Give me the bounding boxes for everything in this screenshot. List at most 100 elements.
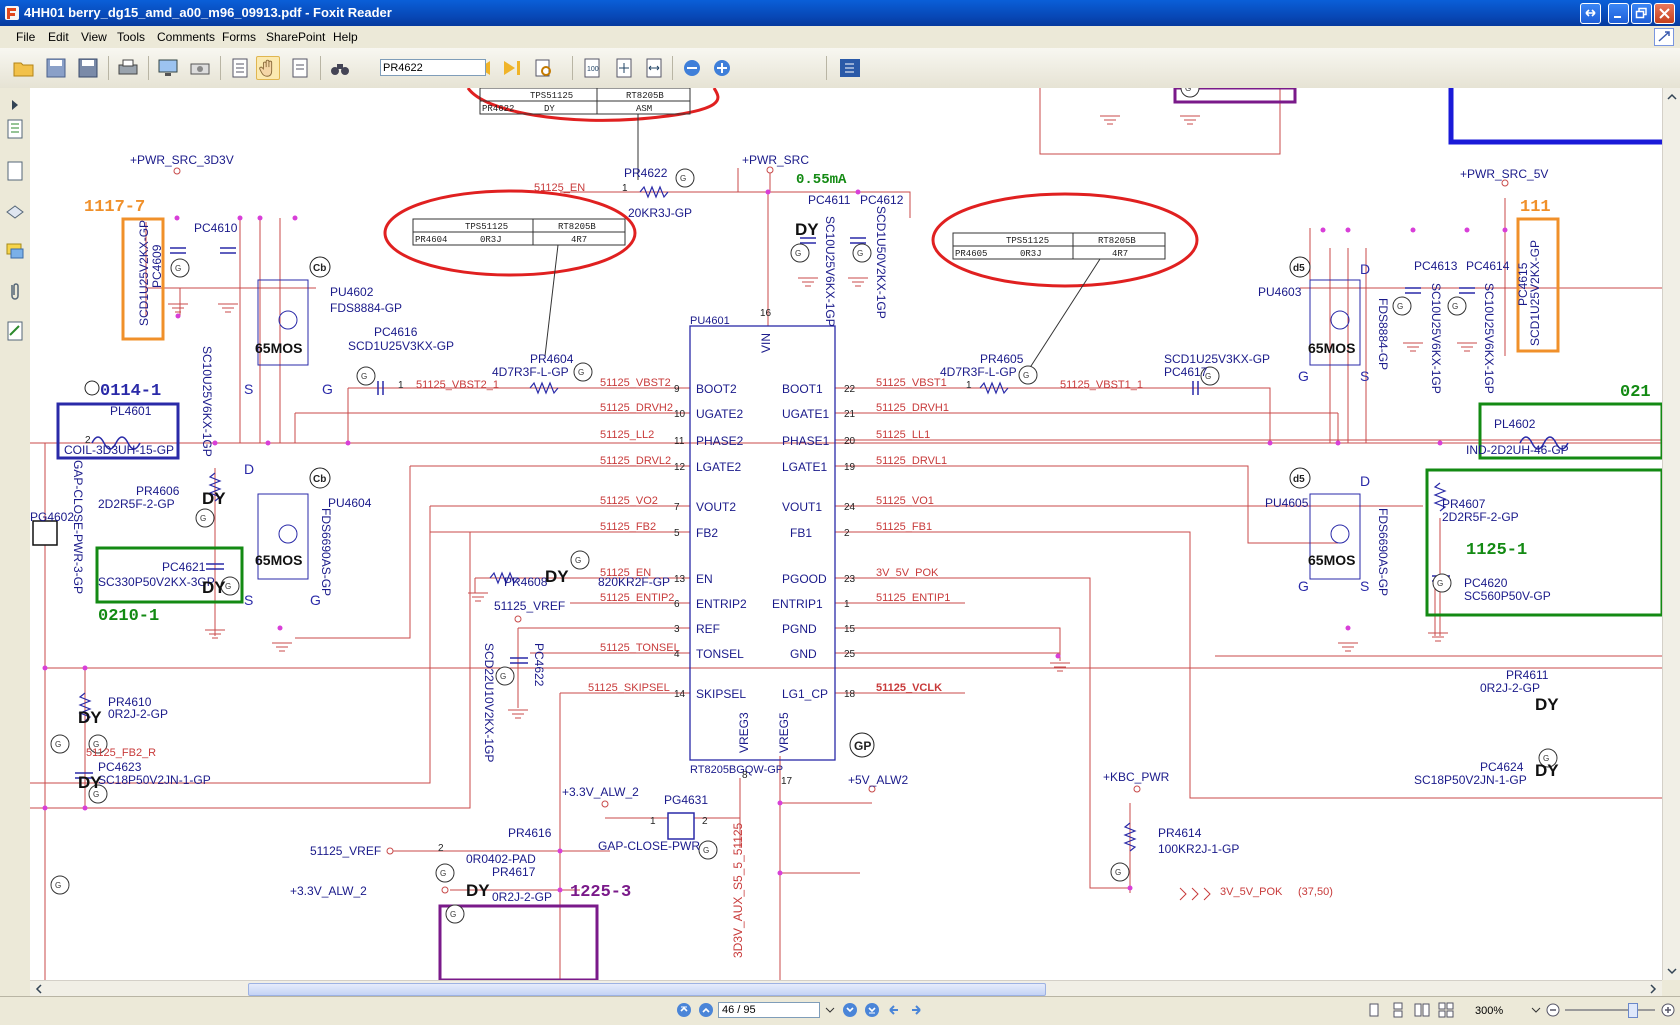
foxit-app-icon[interactable] [4, 5, 20, 21]
zoom-out-small-icon[interactable] [1545, 1002, 1561, 1018]
signature-icon[interactable] [5, 320, 25, 342]
scroll-down-icon[interactable] [1663, 964, 1680, 978]
chip-net-right-0: 51125_VBST1 [876, 377, 947, 389]
next-page-icon[interactable] [842, 1002, 858, 1018]
chip-net-right-7: 51125_ENTIP1 [876, 592, 950, 604]
menu-view[interactable]: View [81, 30, 107, 44]
find-input[interactable] [380, 59, 486, 76]
close-button[interactable] [1654, 3, 1675, 24]
chip-net-right-2: 51125_LL1 [876, 429, 930, 441]
label-pr4622: PR4622 [624, 166, 668, 180]
maximize-button[interactable] [1631, 3, 1652, 24]
comments-icon[interactable] [5, 240, 25, 262]
menu-help[interactable]: Help [333, 30, 358, 44]
mos-label-2: 65MOS [255, 552, 302, 568]
label-pu4604-val: FDS6690AS-GP [319, 508, 333, 596]
cb-stamp-1: Cb [313, 263, 326, 274]
menu-file[interactable]: File [16, 30, 36, 44]
scroll-right-icon[interactable] [1646, 982, 1660, 996]
restore-icon [1635, 7, 1647, 19]
page-number-input[interactable] [718, 1002, 820, 1018]
scan-icon[interactable] [188, 56, 212, 80]
facing-page-icon[interactable] [1414, 1002, 1430, 1018]
chip-pin-name-left-9: TONSEL [696, 647, 744, 661]
vin-pin: VIN [759, 333, 773, 353]
zoom-slider-track[interactable] [1565, 1009, 1655, 1011]
scroll-left-icon[interactable] [32, 982, 46, 996]
label-pr4614-val: 100KR2J-1-GP [1158, 842, 1239, 856]
label-pc4611-val: SC10U25V6KX-1GP [823, 216, 837, 327]
document-view[interactable]: G [30, 88, 1662, 980]
label-pr4616: PR4616 [508, 826, 552, 840]
fit-width-icon[interactable] [642, 56, 666, 80]
zoom-slider-thumb[interactable] [1628, 1003, 1638, 1018]
zoom-level[interactable]: 300% [1475, 1005, 1504, 1017]
first-page-icon[interactable] [676, 1002, 692, 1018]
monitor-icon[interactable] [156, 56, 180, 80]
label-pr4606: PR4606 [136, 484, 180, 498]
restore-doc-button[interactable] [1580, 3, 1601, 24]
go-back-icon[interactable] [886, 1002, 902, 1018]
binoculars-icon[interactable] [328, 56, 352, 80]
dy-9: DY [1535, 761, 1559, 780]
find-next-icon[interactable] [500, 56, 524, 80]
attachment-icon[interactable] [5, 280, 25, 302]
schematic-page: G [30, 88, 1662, 980]
find-options-icon[interactable] [532, 56, 556, 80]
single-page-icon[interactable] [1366, 1002, 1382, 1018]
zoom-in-small-icon[interactable] [1660, 1002, 1676, 1018]
save-as-icon[interactable] [76, 56, 100, 80]
menu-edit[interactable]: Edit [48, 30, 69, 44]
layers-icon[interactable] [5, 200, 25, 222]
open-folder-icon[interactable] [12, 56, 36, 80]
hand-tool-icon[interactable] [256, 56, 280, 80]
bookmarks-icon[interactable] [5, 118, 25, 140]
label-pwr-src: +PWR_SRC [742, 153, 809, 167]
menu-sharepoint[interactable]: SharePoint [266, 30, 326, 44]
net-vbst2-1: 51125_VBST2_1 [416, 379, 499, 391]
menu-comments[interactable]: Comments [157, 30, 216, 44]
horizontal-scrollbar[interactable] [30, 980, 1662, 997]
print-icon[interactable] [116, 56, 140, 80]
horizontal-scroll-thumb[interactable] [248, 983, 1046, 996]
previous-page-icon[interactable] [698, 1002, 714, 1018]
red-annotation-circles [383, 88, 1199, 288]
select-text-icon[interactable] [228, 56, 252, 80]
toolbar: 100 [0, 48, 1680, 89]
chip-pin-name-right-0: BOOT1 [782, 382, 823, 396]
chip-net-right-4: 51125_VO1 [876, 495, 934, 507]
snapshot-icon[interactable] [288, 56, 312, 80]
vertical-scrollbar[interactable] [1662, 88, 1680, 980]
label-pg4602: PG4602 [30, 510, 74, 524]
go-forward-icon[interactable] [908, 1002, 924, 1018]
scroll-up-icon[interactable] [1663, 90, 1680, 104]
chip-pin-name-right-3: LGATE1 [782, 460, 827, 474]
label-pc4613: PC4613 [1414, 259, 1458, 273]
label-vref: 51125_VREF [494, 599, 565, 613]
mdi-restore-button[interactable] [1654, 28, 1674, 46]
fit-page-icon[interactable] [612, 56, 636, 80]
minimize-button[interactable] [1608, 3, 1629, 24]
actual-size-icon[interactable]: 100 [580, 56, 604, 80]
label-pc4622-val: SCD22U10V2KX-1GP [482, 643, 496, 762]
s-3: S [1360, 368, 1369, 384]
menu-tools[interactable]: Tools [117, 30, 146, 44]
zoom-dropdown-icon[interactable] [1528, 1002, 1544, 1018]
continuous-page-icon[interactable] [1390, 1002, 1406, 1018]
page-dropdown-icon[interactable] [822, 1002, 838, 1018]
g-2: G [310, 592, 321, 608]
s-4: S [1360, 578, 1369, 594]
continuous-facing-icon[interactable] [1438, 1002, 1454, 1018]
expand-arrow-icon[interactable] [5, 94, 25, 116]
sharepoint-icon[interactable] [838, 56, 862, 80]
zoom-in-icon[interactable] [710, 56, 734, 80]
menu-forms[interactable]: Forms [222, 30, 256, 44]
ic-ref: PU4601 [690, 315, 730, 327]
reference-codes: 1117-7 111 0114-1 021 0210-1 1125-1 1225… [84, 172, 1651, 902]
pin-8: 8 [742, 770, 748, 781]
code-021: 021 [1620, 383, 1651, 402]
last-page-icon[interactable] [864, 1002, 880, 1018]
pages-icon[interactable] [5, 160, 25, 182]
zoom-out-icon[interactable] [680, 56, 704, 80]
save-icon[interactable] [44, 56, 68, 80]
